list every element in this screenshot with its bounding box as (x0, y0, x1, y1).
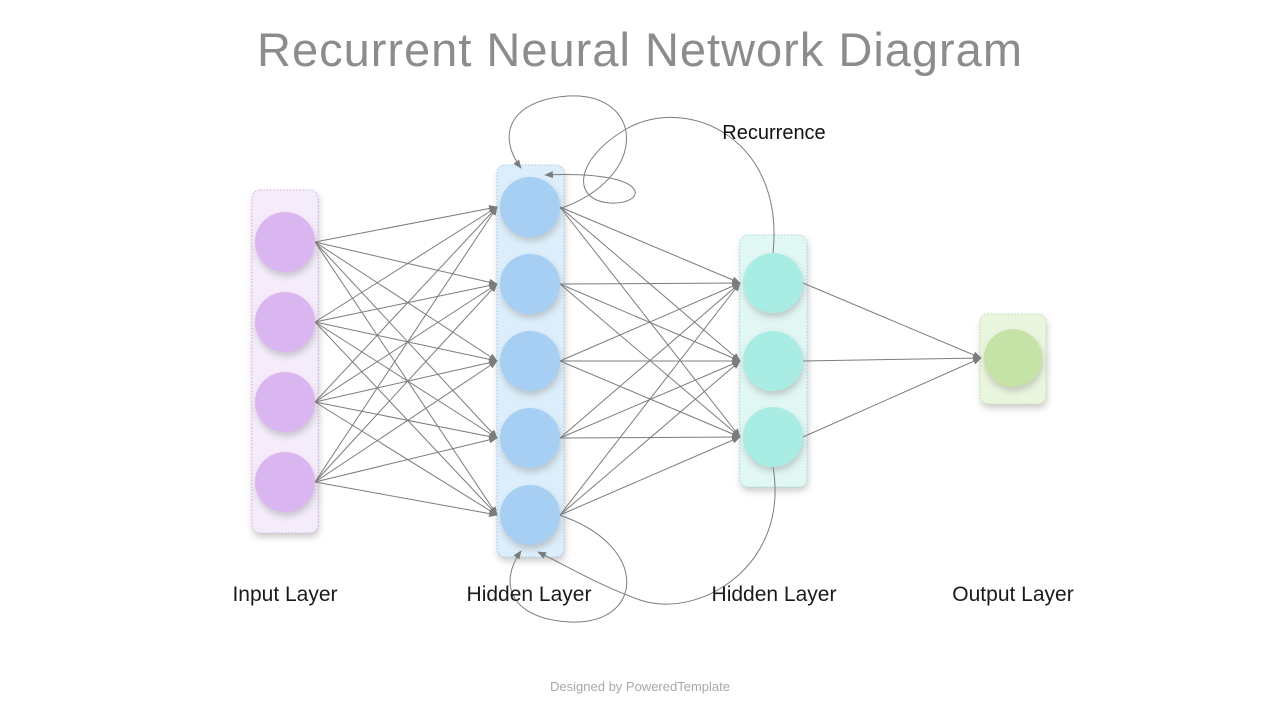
edge-input-2-to-hidden-1-1 (314, 283, 498, 403)
recurrence-label: Recurrence (722, 122, 826, 144)
edge-input-3-to-hidden-1-4 (314, 481, 498, 518)
node-hidden-2-1 (743, 253, 803, 313)
edge-hidden-2-0-to-output-0 (802, 282, 982, 359)
edge-input-1-to-hidden-1-4 (314, 321, 498, 516)
edge-hidden-1-1-to-hidden-2-0 (559, 279, 741, 287)
edge-hidden-1-3-to-hidden-2-0 (559, 282, 741, 439)
node-input-4 (255, 452, 315, 512)
layer-label-input: Input Layer (232, 583, 338, 606)
edge-input-1-to-hidden-1-2 (314, 321, 498, 363)
node-input-2 (255, 292, 315, 352)
credit-text: Designed by PoweredTemplate (550, 679, 730, 694)
recurrence-arc-bottom (537, 466, 776, 605)
node-hidden-1-5 (500, 485, 560, 545)
node-hidden-1-2 (500, 254, 560, 314)
edge-hidden-1-4-to-hidden-2-1 (559, 360, 741, 516)
node-input-1 (255, 212, 315, 272)
page-title: Recurrent Neural Network Diagram (257, 23, 1023, 76)
layer-label-hidden-1: Hidden Layer (466, 583, 592, 606)
edge-input-0-to-hidden-1-4 (314, 241, 498, 516)
edge-hidden-2-2-to-output-0 (802, 357, 982, 438)
edge-input-2-to-hidden-1-4 (314, 401, 498, 516)
node-hidden-2-2 (743, 331, 803, 391)
edge-input-1-to-hidden-1-0 (314, 206, 498, 323)
edge-input-2-to-hidden-1-2 (314, 359, 498, 403)
layer-box-input (251, 189, 319, 534)
node-hidden-1-4 (500, 408, 560, 468)
edge-input-3-to-hidden-1-3 (314, 436, 498, 483)
edge-hidden-2-1-to-output-0 (802, 354, 982, 362)
node-hidden-1-3 (500, 331, 560, 391)
node-hidden-1-1 (500, 177, 560, 237)
self-loop-bottom (509, 514, 628, 623)
edge-input-1-to-hidden-1-3 (314, 321, 498, 439)
edge-hidden-1-4-to-hidden-2-2 (559, 436, 741, 516)
edge-input-3-to-hidden-1-1 (314, 283, 498, 483)
edge-input-1-to-hidden-1-1 (314, 282, 498, 323)
node-hidden-2-3 (743, 407, 803, 467)
edge-input-0-to-hidden-1-0 (314, 205, 498, 243)
self-loop-top (508, 95, 627, 210)
edge-input-0-to-hidden-1-3 (314, 241, 498, 439)
edge-input-0-to-hidden-1-2 (314, 241, 498, 362)
layer-label-output: Output Layer (952, 583, 1074, 606)
node-output-1 (984, 329, 1042, 387)
edge-input-3-to-hidden-1-0 (314, 206, 498, 483)
edge-input-2-to-hidden-1-0 (314, 206, 498, 403)
edge-hidden-1-4-to-hidden-2-0 (559, 282, 741, 516)
edge-input-2-to-hidden-1-3 (314, 401, 498, 440)
edge-input-3-to-hidden-1-2 (314, 360, 498, 483)
layer-label-hidden-2: Hidden Layer (711, 583, 837, 606)
node-input-3 (255, 372, 315, 432)
edge-hidden-1-0-to-hidden-2-0 (559, 206, 741, 284)
edge-hidden-1-2-to-hidden-2-0 (559, 282, 741, 362)
edge-input-0-to-hidden-1-1 (314, 241, 498, 286)
recurrence-arc-top (544, 117, 775, 254)
